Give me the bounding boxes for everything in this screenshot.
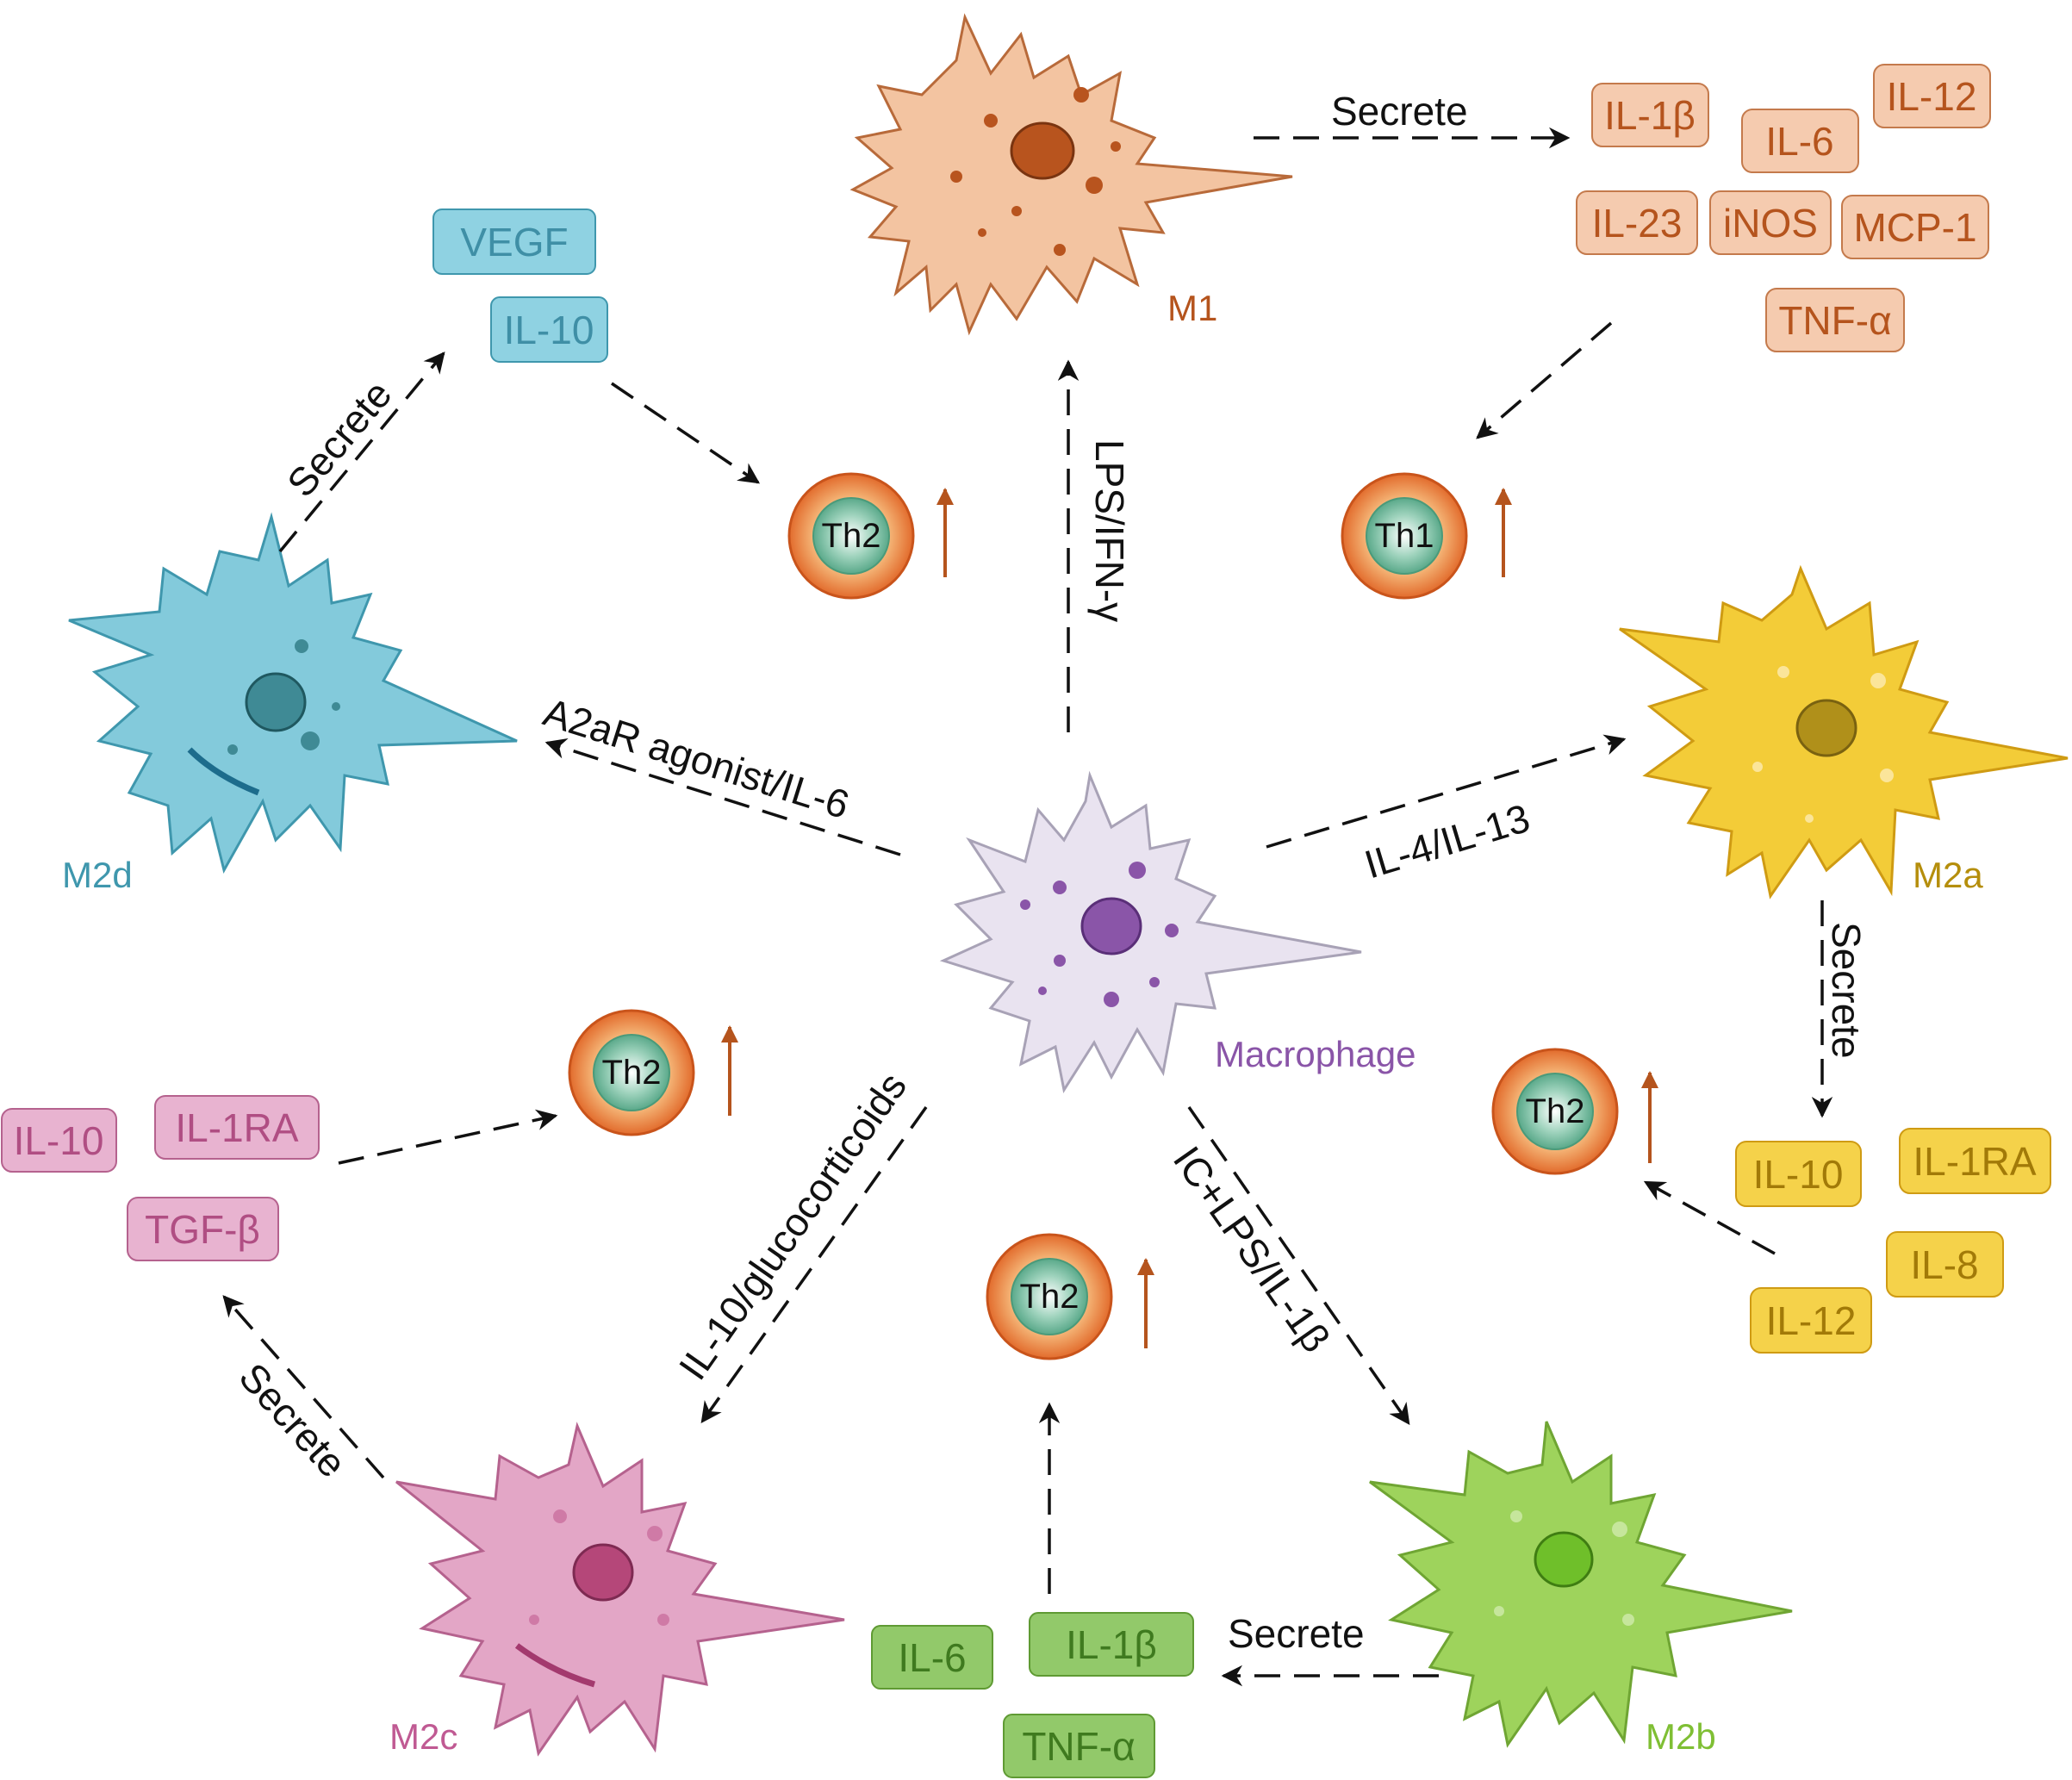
m2b-nucleus: [1534, 1531, 1594, 1588]
m1-label: M1: [1167, 288, 1217, 328]
m2d-cell: M2d: [62, 512, 518, 895]
secrete-arrow-m2d: [278, 352, 445, 553]
arrow-m1-secretions-to-th1: [1476, 321, 1613, 439]
m2a-label: M2a: [1913, 855, 1983, 895]
m2c-secretion-boxes: IL-10 IL-1RA TGF-β: [1, 1095, 320, 1261]
svg-text:IL-6: IL-6: [898, 1635, 966, 1680]
svg-text:Th2: Th2: [822, 517, 881, 555]
svg-text:Th1: Th1: [1375, 517, 1434, 555]
svg-text:IL-1β: IL-1β: [1604, 93, 1696, 138]
svg-text:Th2: Th2: [1020, 1278, 1080, 1316]
svg-text:iNOS: iNOS: [1723, 201, 1818, 246]
secrete-label-m1: Secrete: [1331, 89, 1468, 134]
arrow-m2d-secretions-to-th2: [611, 382, 761, 484]
secretion-box: VEGF: [432, 208, 596, 275]
m2a-nucleus: [1795, 699, 1857, 757]
secretion-box: TGF-β: [127, 1197, 279, 1261]
svg-text:VEGF: VEGF: [460, 220, 568, 265]
stimulus-m2c-label: IL-10/glucocorticoids: [670, 1064, 916, 1387]
secretion-box: IL-6: [871, 1625, 993, 1690]
svg-text:IL-10: IL-10: [1753, 1152, 1844, 1197]
macrophage-label: Macrophage: [1215, 1034, 1416, 1074]
arrow-macrophage-to-m2b: [1187, 1106, 1410, 1426]
secretion-box: IL-10: [1, 1108, 117, 1173]
secretion-box: TNF-α: [1003, 1714, 1155, 1778]
secrete-arrow-m2c: [222, 1295, 385, 1479]
arrow-m2a-secretions-to-th2: [1643, 1180, 1776, 1255]
stimulus-m2d-label: A2aR agonist/IL-6: [538, 689, 855, 827]
svg-text:TGF-β: TGF-β: [145, 1207, 260, 1252]
secrete-label-m2b: Secrete: [1228, 1611, 1365, 1656]
m2c-cell: M2c: [389, 1422, 845, 1757]
m2a-cell: M2a: [1619, 564, 2069, 899]
th1-cell-m1: Th1: [1341, 472, 1468, 600]
secretion-box: iNOS: [1709, 190, 1832, 255]
secretion-box: IL-12: [1873, 64, 1991, 128]
th2-cell-m2c: Th2: [568, 1009, 695, 1136]
secretion-box: MCP-1: [1841, 195, 1989, 259]
m1-cell: M1: [849, 13, 1293, 336]
m2d-nucleus: [245, 672, 307, 732]
stimulus-m2a-label: IL-4/IL-13: [1360, 795, 1535, 887]
svg-text:IL-23: IL-23: [1592, 201, 1683, 246]
secretion-box: IL-12: [1750, 1287, 1872, 1354]
macrophage-cell: Macrophage: [939, 770, 1416, 1093]
m2c-label: M2c: [389, 1716, 457, 1757]
svg-text:IL-10: IL-10: [14, 1118, 104, 1163]
m1-nucleus: [1010, 121, 1075, 180]
svg-text:IL-1β: IL-1β: [1066, 1622, 1157, 1667]
secretion-box: IL-1RA: [154, 1095, 320, 1160]
svg-text:IL-10: IL-10: [504, 308, 594, 352]
svg-text:IL-1RA: IL-1RA: [1913, 1139, 2036, 1184]
secretion-box: IL-23: [1576, 190, 1698, 255]
secretion-box: IL-1β: [1029, 1612, 1194, 1677]
stimulus-m1-label: LPS/IFN-γ: [1087, 439, 1132, 622]
arrow-macrophage-to-m2a: [1266, 734, 1627, 849]
svg-text:TNF-α: TNF-α: [1022, 1724, 1135, 1769]
stimulus-m2b-label: IC+LPS/IL-1β: [1165, 1138, 1339, 1360]
secretion-box: IL-8: [1886, 1231, 2004, 1298]
m2c-nucleus: [572, 1543, 634, 1602]
svg-text:TNF-α: TNF-α: [1778, 298, 1891, 343]
macrophage-nucleus: [1080, 897, 1142, 955]
secretion-box: TNF-α: [1765, 288, 1905, 352]
macrophage-cell-body: [939, 770, 1362, 1093]
th2-cell-m2b: Th2: [986, 1233, 1113, 1360]
th2-cell-m2a: Th2: [1491, 1048, 1619, 1175]
svg-text:IL-1RA: IL-1RA: [175, 1105, 298, 1150]
secretion-box: IL-10: [1735, 1141, 1862, 1207]
arrow-m2c-secretions-to-th2: [338, 1109, 558, 1165]
m2b-cell-body: [1369, 1421, 1793, 1748]
m1-secretion-boxes: IL-1β IL-6 IL-12 IL-23 iNOS MCP-1 TNF-α: [1576, 64, 1991, 352]
svg-text:MCP-1: MCP-1: [1853, 205, 1976, 250]
svg-text:Th2: Th2: [602, 1054, 662, 1092]
svg-text:IL-12: IL-12: [1887, 74, 1977, 119]
m2d-secretion-boxes: VEGF IL-10: [432, 208, 608, 363]
svg-text:IL-6: IL-6: [1765, 119, 1833, 164]
secretion-box: IL-10: [490, 296, 608, 363]
secretion-box: IL-1β: [1591, 83, 1709, 147]
secrete-label-m2d: Secrete: [278, 372, 401, 506]
m1-cell-body: [849, 13, 1293, 336]
m2b-label: M2b: [1646, 1716, 1716, 1757]
m2b-cell: M2b: [1369, 1421, 1793, 1757]
secretion-box: IL-6: [1741, 109, 1859, 173]
svg-text:Th2: Th2: [1526, 1092, 1585, 1130]
arrow-macrophage-to-m2c: [700, 1105, 928, 1423]
svg-text:IL-8: IL-8: [1910, 1242, 1978, 1287]
m2d-label: M2d: [62, 855, 133, 895]
arrow-macrophage-to-m2d: [544, 738, 901, 856]
svg-text:IL-12: IL-12: [1766, 1298, 1857, 1343]
m2b-secretion-boxes: IL-6 IL-1β TNF-α: [871, 1612, 1194, 1778]
th2-cell-m2d: Th2: [787, 472, 915, 600]
m2a-secretion-boxes: IL-10 IL-1RA IL-8 IL-12: [1735, 1128, 2051, 1354]
secrete-label-m2a: Secrete: [1824, 922, 1869, 1059]
secretion-box: IL-1RA: [1899, 1128, 2051, 1194]
